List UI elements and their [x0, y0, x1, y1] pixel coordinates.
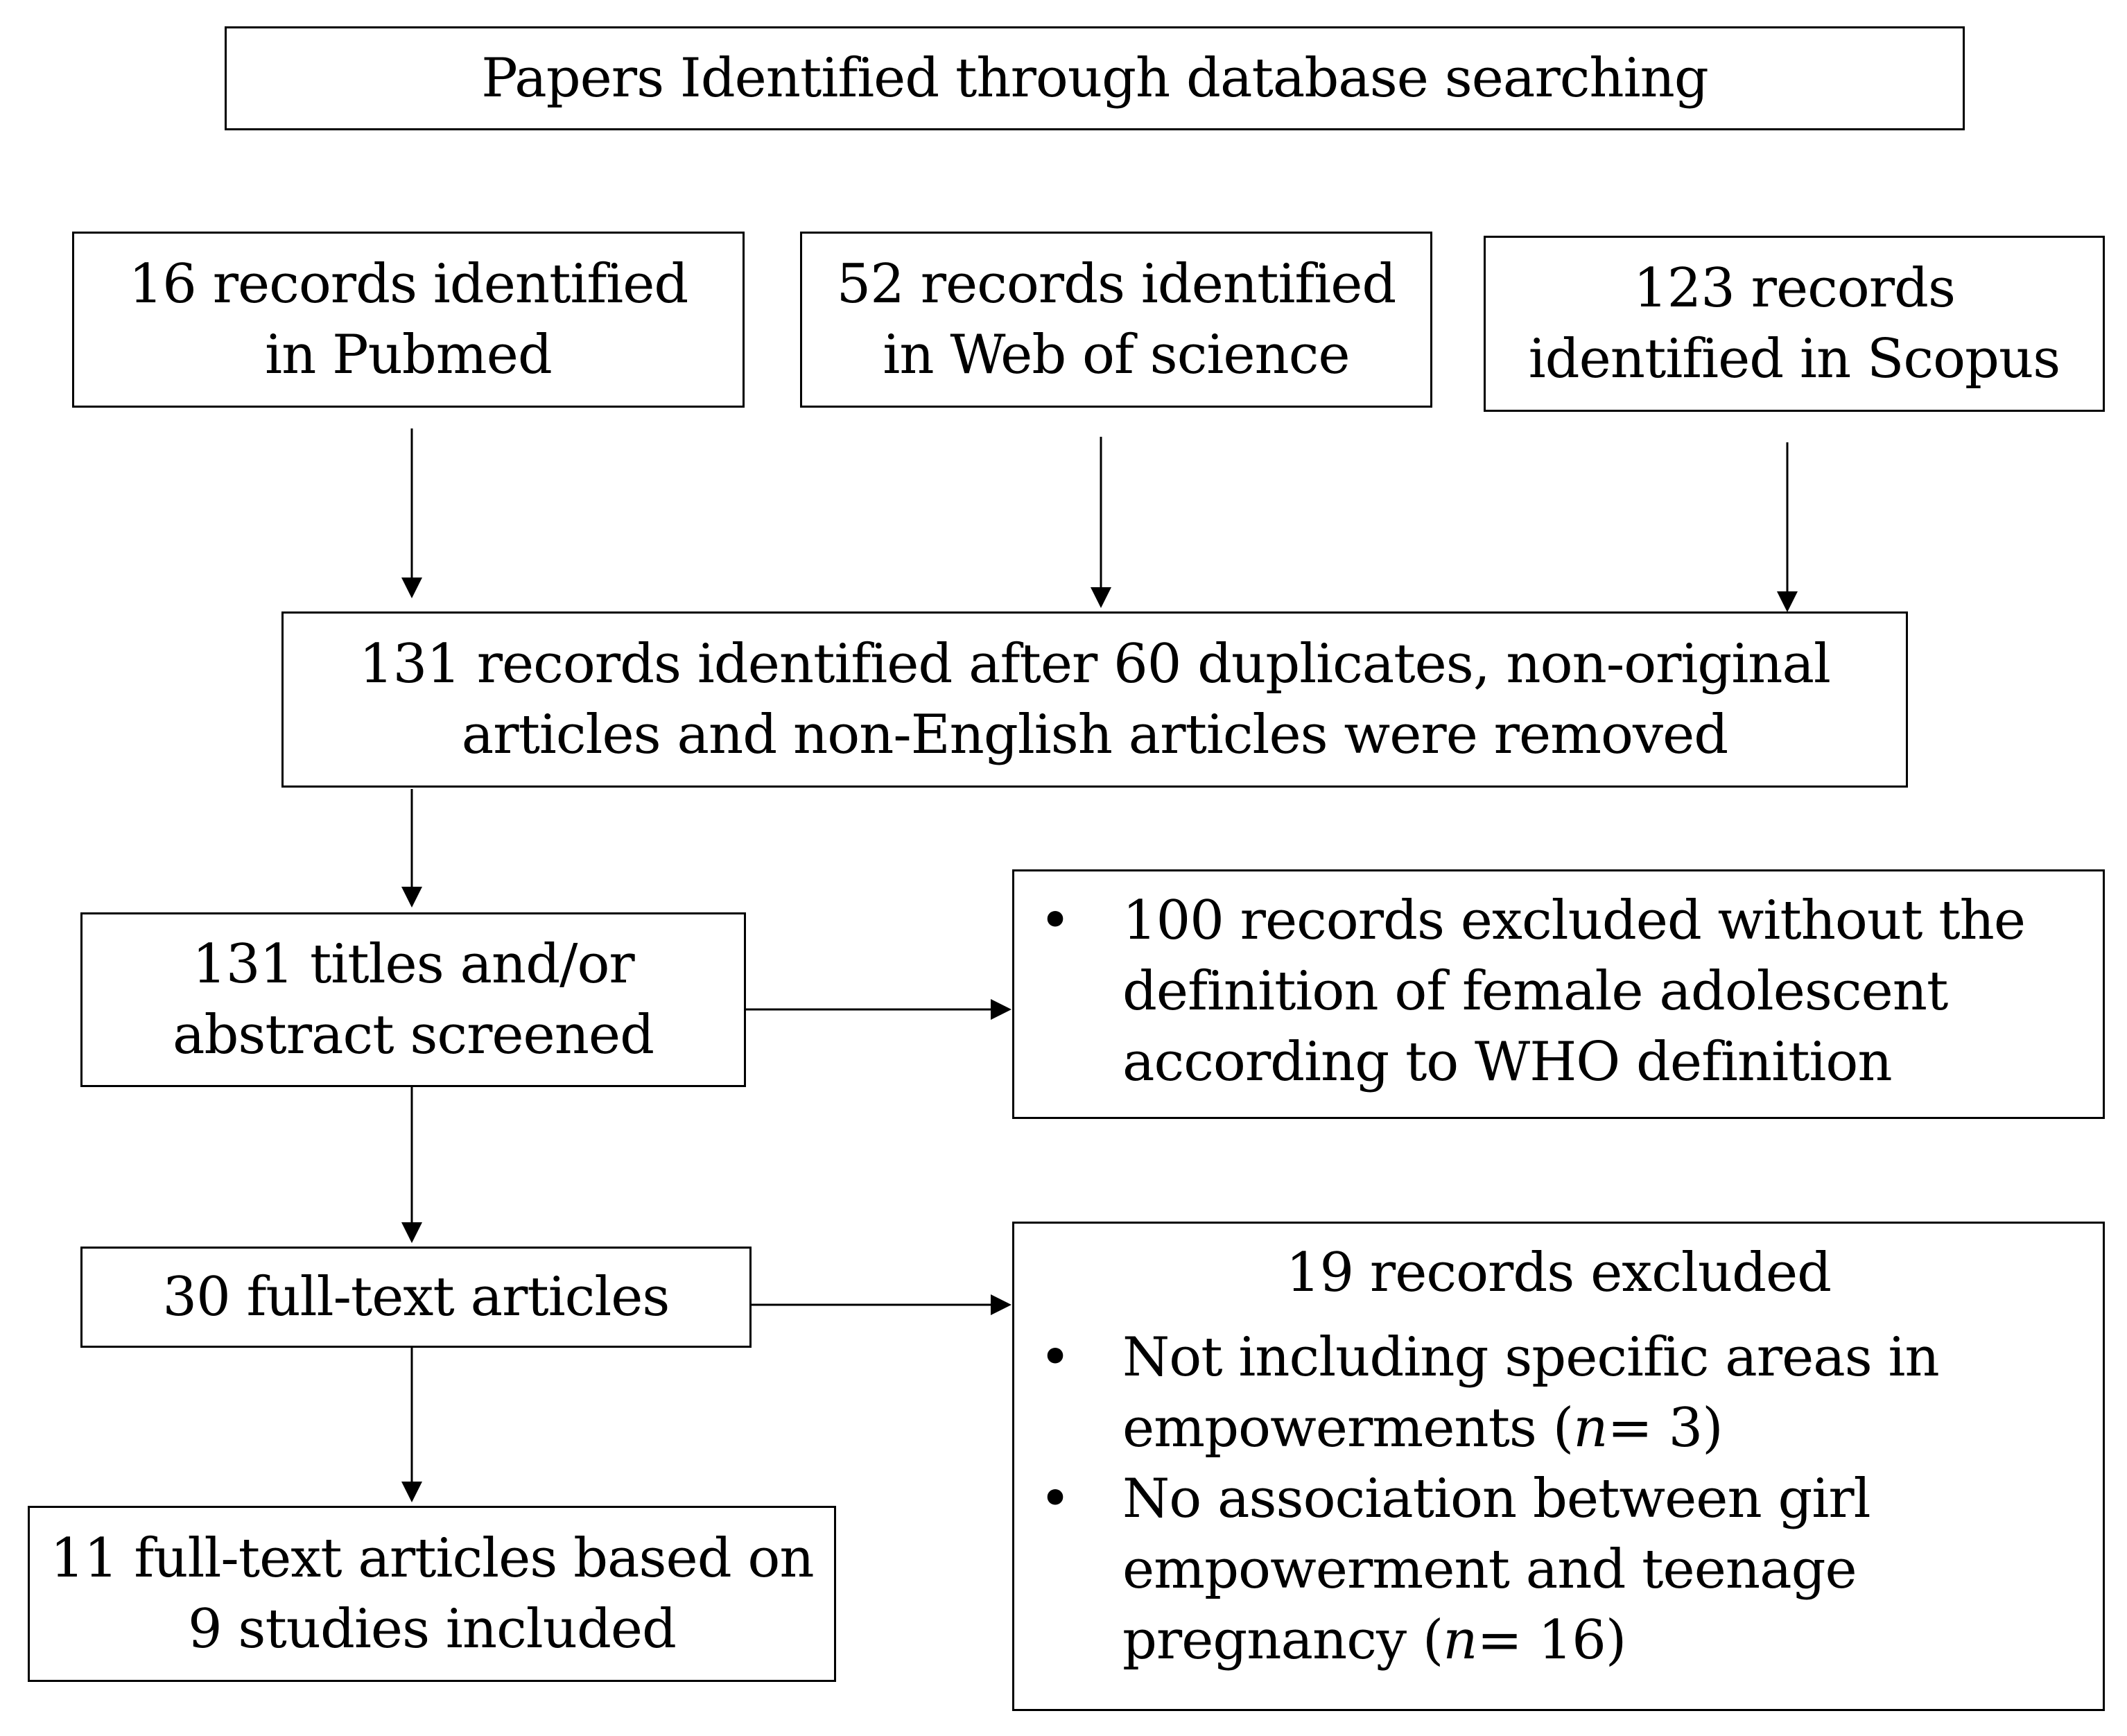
pubmed-box: 16 records identified in Pubmed: [72, 232, 745, 408]
included-line-1: 11 full-text articles based on: [50, 1527, 814, 1590]
reason-2-count: = 16): [1477, 1609, 1627, 1672]
excluded-full-box: 19 records excluded • Not including spec…: [1012, 1222, 2105, 1711]
after-removal-line-2: articles and non-English articles were r…: [461, 704, 1728, 766]
excluded-screen-line-2: definition of female adolescent: [1122, 960, 1948, 1023]
included-box: 11 full-text articles based on 9 studies…: [28, 1506, 836, 1682]
reason-1-line-1: Not including specific areas in: [1122, 1326, 1940, 1389]
scopus-line-2: identified in Scopus: [1528, 328, 2061, 390]
reason-1-count: = 3): [1607, 1397, 1723, 1459]
scopus-box: 123 records identified in Scopus: [1484, 236, 2105, 412]
reason-2-line-2: empowerment and teenage: [1122, 1538, 1857, 1601]
full-text-label: 30 full-text articles: [162, 1266, 670, 1328]
wos-box: 52 records identified in Web of science: [800, 232, 1432, 408]
excluded-full-title: 19 records excluded: [1285, 1242, 1832, 1304]
bullet-icon: •: [1039, 889, 1071, 952]
after-removal-box: 131 records identified after 60 duplicat…: [281, 611, 1908, 788]
bullet-icon: •: [1039, 1468, 1071, 1530]
scopus-line-1: 123 records: [1633, 257, 1956, 320]
reason-1-prefix: empowerments (: [1122, 1397, 1574, 1459]
excluded-screen-line-1: 100 records excluded without the: [1122, 889, 2026, 952]
excluded-full-item-1: • Not including specific areas in empowe…: [1014, 1322, 2103, 1464]
reason-2-line-3: pregnancy (n= 16): [1122, 1605, 2103, 1676]
excluded-full-item-2: • No association between girl empowermen…: [1014, 1464, 2103, 1676]
n-symbol: n: [1573, 1397, 1608, 1459]
after-removal-line-1: 131 records identified after 60 duplicat…: [359, 633, 1831, 695]
bullet-icon: •: [1039, 1326, 1071, 1389]
full-text-box: 30 full-text articles: [80, 1247, 752, 1348]
excluded-screen-item: • 100 records excluded without the defin…: [1014, 885, 2103, 1097]
screened-line-2: abstract screened: [172, 1004, 654, 1066]
reason-1-line-2: empowerments (n= 3): [1122, 1393, 2103, 1464]
screened-box: 131 titles and/or abstract screened: [80, 912, 746, 1087]
wos-line-1: 52 records identified: [836, 253, 1397, 315]
included-line-2: 9 studies included: [188, 1598, 677, 1660]
excluded-screen-box: • 100 records excluded without the defin…: [1012, 869, 2105, 1119]
pubmed-line-1: 16 records identified: [128, 253, 689, 315]
reason-2-prefix: pregnancy (: [1122, 1609, 1443, 1672]
wos-line-2: in Web of science: [883, 324, 1350, 386]
n-symbol: n: [1443, 1609, 1477, 1672]
header-box: Papers Identified through database searc…: [225, 26, 1965, 130]
header-text: Papers Identified through database searc…: [481, 47, 1709, 110]
reason-2-line-1: No association between girl: [1122, 1468, 1871, 1530]
excluded-screen-line-3: according to WHO definition: [1122, 1031, 1893, 1093]
pubmed-line-2: in Pubmed: [265, 324, 553, 386]
screened-line-1: 131 titles and/or: [192, 933, 634, 996]
